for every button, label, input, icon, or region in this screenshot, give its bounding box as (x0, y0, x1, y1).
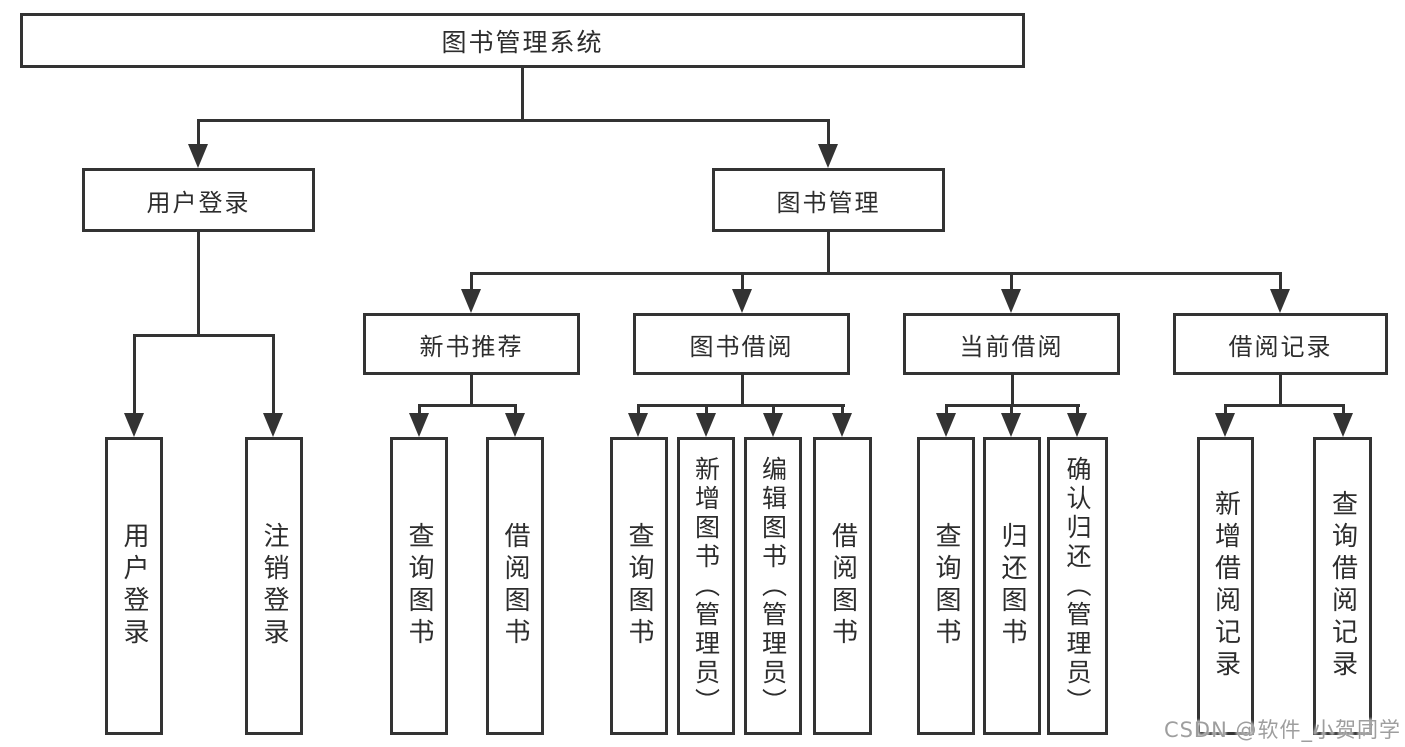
node-new-book-recommend-label: 新书推荐 (419, 332, 524, 361)
node-borrow-records: 借阅记录 (1173, 313, 1388, 375)
connector-line (133, 334, 136, 416)
arrow-head-down (461, 289, 481, 313)
node-book-borrow-label: 图书借阅 (689, 332, 794, 361)
connector-line (1076, 404, 1079, 417)
connector-line (418, 404, 421, 417)
leaf-return-books: 归还图书 (983, 437, 1041, 735)
leaf-return-books-label: 归还图书 (997, 522, 1027, 650)
leaf-confirm-return-admin: 确认归还（管理员） (1047, 437, 1108, 735)
leaf-borrow-query-books-label: 查询图书 (624, 522, 654, 650)
arrow-head-down (818, 144, 838, 168)
leaf-query-borrow-record: 查询借阅记录 (1313, 437, 1372, 735)
connector-line (637, 404, 640, 417)
connector-line (514, 404, 517, 417)
arrow-head-down (628, 413, 648, 437)
node-root-label: 图书管理系统 (441, 27, 604, 57)
node-user-login-label: 用户登录 (146, 188, 251, 217)
connector-line (197, 119, 830, 122)
node-root: 图书管理系统 (20, 13, 1025, 68)
connector-line (418, 404, 517, 407)
arrow-head-down (1067, 413, 1087, 437)
arrow-head-down (263, 413, 283, 437)
connector-line (1279, 272, 1282, 294)
leaf-newbook-query-books: 查询图书 (390, 437, 448, 735)
arrow-head-down (1001, 289, 1021, 313)
arrow-head-down (1333, 413, 1353, 437)
connector-line (1010, 404, 1013, 417)
leaf-add-borrow-record: 新增借阅记录 (1197, 437, 1254, 735)
arrow-head-down (936, 413, 956, 437)
connector-line (1010, 272, 1013, 294)
arrow-head-down (732, 289, 752, 313)
node-current-borrow-label: 当前借阅 (959, 332, 1064, 361)
csdn-watermark: CSDN @软件_小贺同学 (1163, 718, 1401, 742)
arrow-head-down (763, 413, 783, 437)
leaf-query-borrow-record-label: 查询借阅记录 (1327, 490, 1358, 682)
arrow-head-down (1270, 289, 1290, 313)
connector-line (133, 334, 275, 337)
leaf-add-books-admin-label: 新增图书（管理员） (691, 455, 721, 717)
connector-line (705, 404, 708, 417)
connector-line (1224, 404, 1227, 417)
arrow-head-down (505, 413, 525, 437)
node-borrow-records-label: 借阅记录 (1228, 332, 1333, 361)
leaf-logout: 注销登录 (245, 437, 303, 735)
connector-line (1342, 404, 1345, 417)
connector-line (272, 334, 275, 416)
leaf-edit-books-admin-label: 编辑图书（管理员） (758, 455, 788, 717)
connector-line (827, 119, 830, 149)
node-current-borrow: 当前借阅 (903, 313, 1120, 375)
arrow-head-down (832, 413, 852, 437)
arrow-head-down (1001, 413, 1021, 437)
connector-line (1224, 404, 1345, 407)
leaf-user-login-label: 用户登录 (119, 522, 149, 650)
leaf-confirm-return-admin-label: 确认归还（管理员） (1063, 455, 1092, 717)
leaf-newbook-borrow-books: 借阅图书 (486, 437, 544, 735)
leaf-logout-label: 注销登录 (259, 522, 289, 650)
connector-line (637, 404, 845, 407)
connector-line (945, 404, 948, 417)
arrow-head-down (124, 413, 144, 437)
leaf-borrow-borrow-books-label: 借阅图书 (827, 522, 858, 650)
connector-line (1011, 375, 1014, 405)
node-book-borrow: 图书借阅 (633, 313, 850, 375)
connector-line (1279, 375, 1282, 405)
arrow-head-down (188, 144, 208, 168)
arrow-head-down (696, 413, 716, 437)
connector-line (741, 375, 744, 405)
node-book-management-label: 图书管理 (776, 188, 881, 217)
node-new-book-recommend: 新书推荐 (363, 313, 580, 375)
connector-line (470, 375, 473, 405)
leaf-newbook-query-books-label: 查询图书 (404, 522, 434, 650)
leaf-borrow-borrow-books: 借阅图书 (813, 437, 872, 735)
connector-line (827, 232, 830, 273)
leaf-borrow-query-books: 查询图书 (610, 437, 668, 735)
node-user-login: 用户登录 (82, 168, 315, 232)
arrow-head-down (409, 413, 429, 437)
arrow-head-down (1215, 413, 1235, 437)
leaf-add-borrow-record-label: 新增借阅记录 (1210, 490, 1241, 682)
connector-line (521, 68, 524, 120)
connector-line (470, 272, 1282, 275)
leaf-add-books-admin: 新增图书（管理员） (677, 437, 735, 735)
connector-line (197, 232, 200, 335)
leaf-user-login: 用户登录 (105, 437, 163, 735)
connector-line (772, 404, 775, 417)
connector-line (741, 272, 744, 294)
connector-line (470, 272, 473, 294)
leaf-edit-books-admin: 编辑图书（管理员） (744, 437, 802, 735)
leaf-current-query-books: 查询图书 (917, 437, 975, 735)
connector-line (841, 404, 844, 417)
leaf-current-query-books-label: 查询图书 (931, 522, 961, 650)
leaf-newbook-borrow-books-label: 借阅图书 (500, 522, 530, 650)
node-book-management: 图书管理 (712, 168, 945, 232)
connector-line (197, 119, 200, 149)
